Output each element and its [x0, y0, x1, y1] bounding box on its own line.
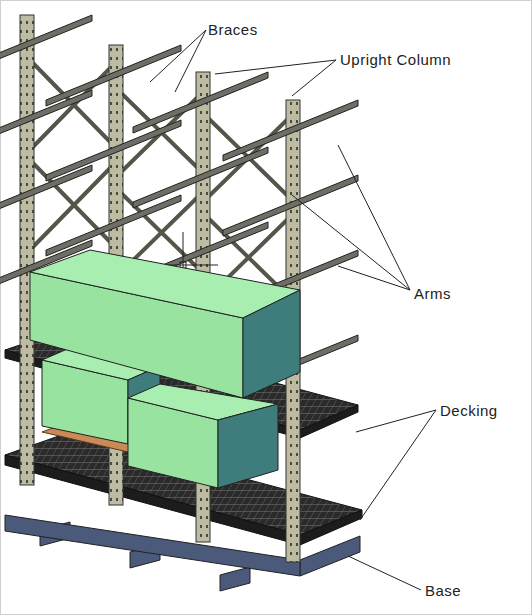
arm	[0, 15, 92, 76]
arm	[223, 175, 358, 236]
part-label: Braces	[208, 21, 258, 39]
arm	[0, 90, 92, 151]
arm	[46, 195, 181, 256]
arm	[133, 72, 268, 133]
arm	[223, 100, 358, 161]
part-label: Decking	[440, 402, 498, 420]
arm	[46, 120, 181, 181]
arm	[46, 45, 181, 106]
part-label: Base	[425, 582, 461, 600]
part-label: Upright Column	[340, 51, 451, 69]
arm	[133, 147, 268, 208]
arm	[0, 165, 92, 226]
part-label: Arms	[414, 285, 451, 303]
